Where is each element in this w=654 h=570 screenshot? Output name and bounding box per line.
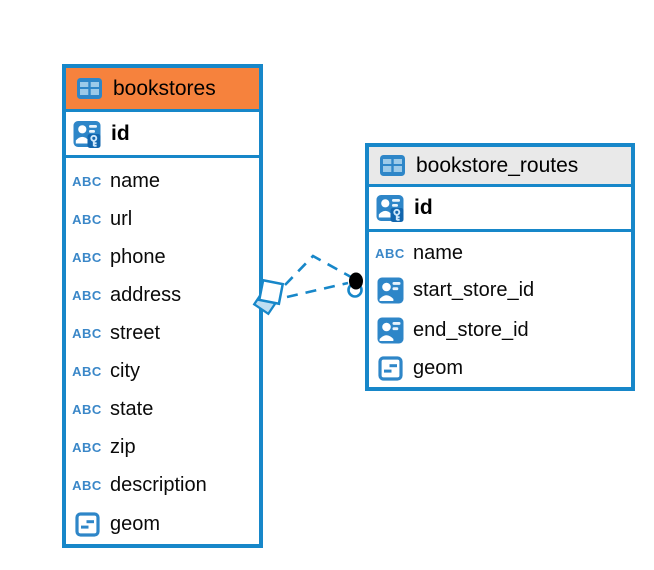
table-icon [377,155,407,176]
primary-key-icon [375,194,405,222]
table-header[interactable]: bookstore_routes [369,147,631,187]
column-row[interactable]: start_store_id [369,271,631,310]
column-row-id[interactable]: id [66,112,259,158]
text-type-icon: ABC [72,249,102,265]
column-name: id [414,196,433,219]
text-type-icon: ABC [72,439,102,455]
geometry-type-icon [375,356,405,381]
table-header[interactable]: bookstores [66,68,259,112]
relation-bookstore-routes-to-bookstores[interactable] [252,254,363,316]
column-row[interactable]: ABC zip [66,428,259,466]
column-row[interactable]: ABC name [369,236,631,271]
reference-type-icon [375,317,405,344]
column-row[interactable]: ABC description [66,466,259,504]
table-bookstore-routes[interactable]: bookstore_routes id [365,143,635,391]
geometry-type-icon [72,511,102,537]
text-type-icon: ABC [72,363,102,379]
table-title: bookstores [113,76,216,100]
column-name: geom [413,356,464,379]
text-type-icon: ABC [375,246,405,262]
text-type-icon: ABC [72,173,102,189]
column-name: geom [110,512,161,535]
table-bookstores[interactable]: bookstores id A [62,64,263,548]
table-icon [74,78,104,99]
column-row[interactable]: ABC address [66,276,259,314]
column-name: id [111,121,130,145]
column-row[interactable]: ABC name [66,162,259,200]
column-row[interactable]: ABC phone [66,238,259,276]
columns-list: ABC name start_store_id [369,232,631,387]
column-row[interactable]: ABC city [66,352,259,390]
column-name: name [110,169,161,192]
column-name: address [110,283,182,306]
primary-key-icon [72,120,102,148]
column-name: city [110,359,140,382]
text-type-icon: ABC [72,287,102,303]
column-row[interactable]: ABC url [66,200,259,238]
table-title: bookstore_routes [416,153,579,177]
columns-list: ABC name ABC url ABC phone ABC address A… [66,158,259,544]
column-row[interactable]: ABC state [66,390,259,428]
column-name: zip [110,435,136,458]
text-type-icon: ABC [72,325,102,341]
column-row-id[interactable]: id [369,187,631,232]
column-name: state [110,397,154,420]
column-name: name [413,242,464,265]
text-type-icon: ABC [72,401,102,417]
text-type-icon: ABC [72,477,102,493]
column-row[interactable]: ABC street [66,314,259,352]
column-row[interactable]: geom [66,504,259,544]
column-row[interactable]: geom [369,350,631,387]
column-name: url [110,207,133,230]
relation-one-end-marker [347,272,363,298]
column-row[interactable]: end_store_id [369,311,631,350]
column-name: start_store_id [413,279,535,302]
reference-type-icon [375,277,405,304]
column-name: street [110,321,161,344]
text-type-icon: ABC [72,211,102,227]
column-name: phone [110,245,166,268]
column-name: end_store_id [413,318,529,341]
column-name: description [110,473,207,496]
